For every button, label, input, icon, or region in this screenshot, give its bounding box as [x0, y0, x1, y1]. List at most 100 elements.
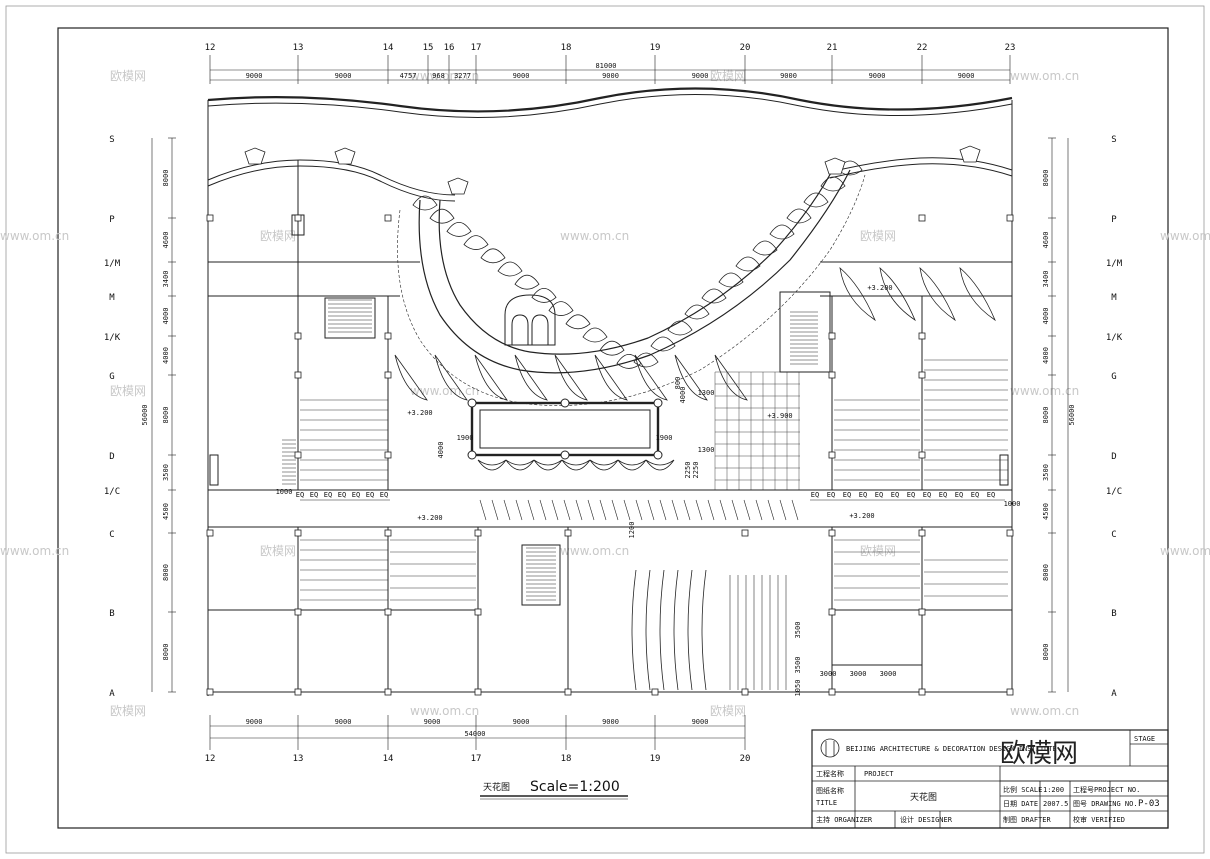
watermark-brand: 欧模网	[260, 229, 296, 243]
column	[206, 214, 214, 222]
top-dim-value: 9000	[335, 72, 352, 80]
eq-label: EQ	[827, 491, 835, 499]
misc-dimension: 3000	[820, 670, 837, 678]
corridor-hatch	[515, 499, 523, 521]
top-axis-label: 14	[383, 43, 394, 53]
watermark-brand: 欧模网	[710, 704, 746, 718]
corridor-hatch	[623, 499, 631, 521]
row-axis-label-right: D	[1111, 452, 1116, 462]
eq-label: EQ	[859, 491, 867, 499]
eq-label: EQ	[352, 491, 360, 499]
fan-curve	[673, 569, 679, 691]
column	[474, 688, 482, 696]
structural-columns	[206, 214, 1014, 696]
ceiling-petal	[803, 192, 829, 208]
skylight-petal	[477, 459, 507, 471]
caption-title: 天花图	[483, 781, 510, 793]
bottom-axis-label: 19	[650, 754, 661, 764]
right-overall-dimension: 56000	[1068, 404, 1076, 425]
misc-dimension: 1900	[656, 434, 673, 442]
vertical-dim-value: 8000	[162, 407, 170, 424]
title-block-project-en: PROJECT	[864, 770, 894, 778]
row-axis-label-right: P	[1111, 215, 1117, 225]
auditorium-ceiling-curves	[631, 569, 707, 691]
top-dim-value: 9000	[602, 72, 619, 80]
corridor-hatch	[539, 499, 547, 521]
top-axis-label: 12	[205, 43, 216, 53]
watermark-site: www.om.cn	[0, 229, 69, 243]
bottom-overall-dimension: 54000	[464, 730, 485, 738]
skylight-petal	[561, 459, 591, 471]
row-axis-label-right: B	[1111, 609, 1116, 619]
fan-curve	[687, 569, 693, 691]
membrane-ceiling-panels	[394, 160, 996, 471]
elevation-label: +3.200	[407, 409, 432, 417]
elevation-label: +3.900	[767, 412, 792, 420]
column	[651, 688, 659, 696]
vertical-dim-value: 4500	[1042, 503, 1050, 520]
ceiling-petal	[531, 288, 557, 303]
corridor-hatch	[527, 499, 535, 521]
corridor-hatch	[587, 499, 595, 521]
corridor-hatch	[767, 499, 775, 521]
corridor-hatch	[779, 499, 787, 521]
title-block-designer: 设计 DESIGNER	[900, 815, 953, 824]
skylight-petal	[505, 459, 535, 471]
misc-dimension: 3500	[794, 657, 802, 674]
bottom-axis-label: 14	[383, 754, 394, 764]
fan-curve	[631, 569, 637, 691]
title-block-checker: 校审 VERIFIED	[1073, 815, 1125, 824]
corridor-hatch	[503, 499, 511, 521]
vertical-dim-value: 4000	[162, 308, 170, 325]
fan-curve	[701, 569, 707, 691]
row-axis-label-left: P	[109, 215, 115, 225]
column	[741, 688, 749, 696]
bottom-dim-value: 9000	[602, 718, 619, 726]
misc-dimension: 3000	[850, 670, 867, 678]
vertical-dim-value: 8000	[162, 170, 170, 187]
sheet-inner-border	[57, 27, 1169, 829]
top-dim-value: 3277	[454, 72, 471, 80]
watermark-site: www.om.cn	[1010, 384, 1079, 398]
column	[918, 371, 926, 379]
top-axis-label: 17	[471, 43, 482, 53]
title-block-drafter: 制图 DRAFTER	[1003, 815, 1052, 824]
corridor-hatch	[491, 499, 499, 521]
watermark-brand: 欧模网	[110, 384, 146, 398]
corridor-hatch	[479, 499, 487, 521]
row-axis-label-right: 1/M	[1106, 259, 1123, 269]
eq-label: EQ	[875, 491, 883, 499]
corridor-hatch	[659, 499, 667, 521]
misc-dimension: 800	[674, 377, 682, 390]
top-dim-value: 9000	[958, 72, 975, 80]
skylight-petal	[533, 459, 563, 471]
top-dim-value: 9000	[692, 72, 709, 80]
bottom-axis-label: 13	[293, 754, 304, 764]
corridor-hatch	[707, 499, 715, 521]
misc-dimension: 4000	[437, 442, 445, 459]
misc-dimension: 1900	[457, 434, 474, 442]
title-block-drawing-no-label: 图号 DRAWING NO.	[1073, 800, 1138, 808]
ceiling-petal-lower	[554, 354, 588, 401]
elevation-label: +3.200	[867, 284, 892, 292]
title-block-brand-overlay: 欧模网	[1000, 739, 1078, 769]
eq-label: EQ	[380, 491, 388, 499]
column	[384, 608, 392, 616]
eq-label: EQ	[987, 491, 995, 499]
title-block-stage: STAGE	[1134, 735, 1155, 743]
watermark-site: www.om.cn	[410, 704, 479, 718]
column	[474, 608, 482, 616]
top-axis-label: 16	[444, 43, 455, 53]
title-block-title-en: TITLE	[816, 799, 837, 807]
ceiling-petal	[701, 288, 727, 304]
watermark-site: www.om.cn	[1160, 544, 1210, 558]
corridor-hatch	[671, 499, 679, 521]
title-block-title-cn: 图纸名称	[816, 786, 844, 795]
top-dim-value: 9000	[246, 72, 263, 80]
top-dim-value: 9000	[869, 72, 886, 80]
vertical-dim-value: 4600	[1042, 232, 1050, 249]
eq-label: EQ	[366, 491, 374, 499]
watermarks: 欧模网 www.om.cn 欧模网 www.om.cn 欧模网 www.om.c…	[0, 69, 1210, 718]
